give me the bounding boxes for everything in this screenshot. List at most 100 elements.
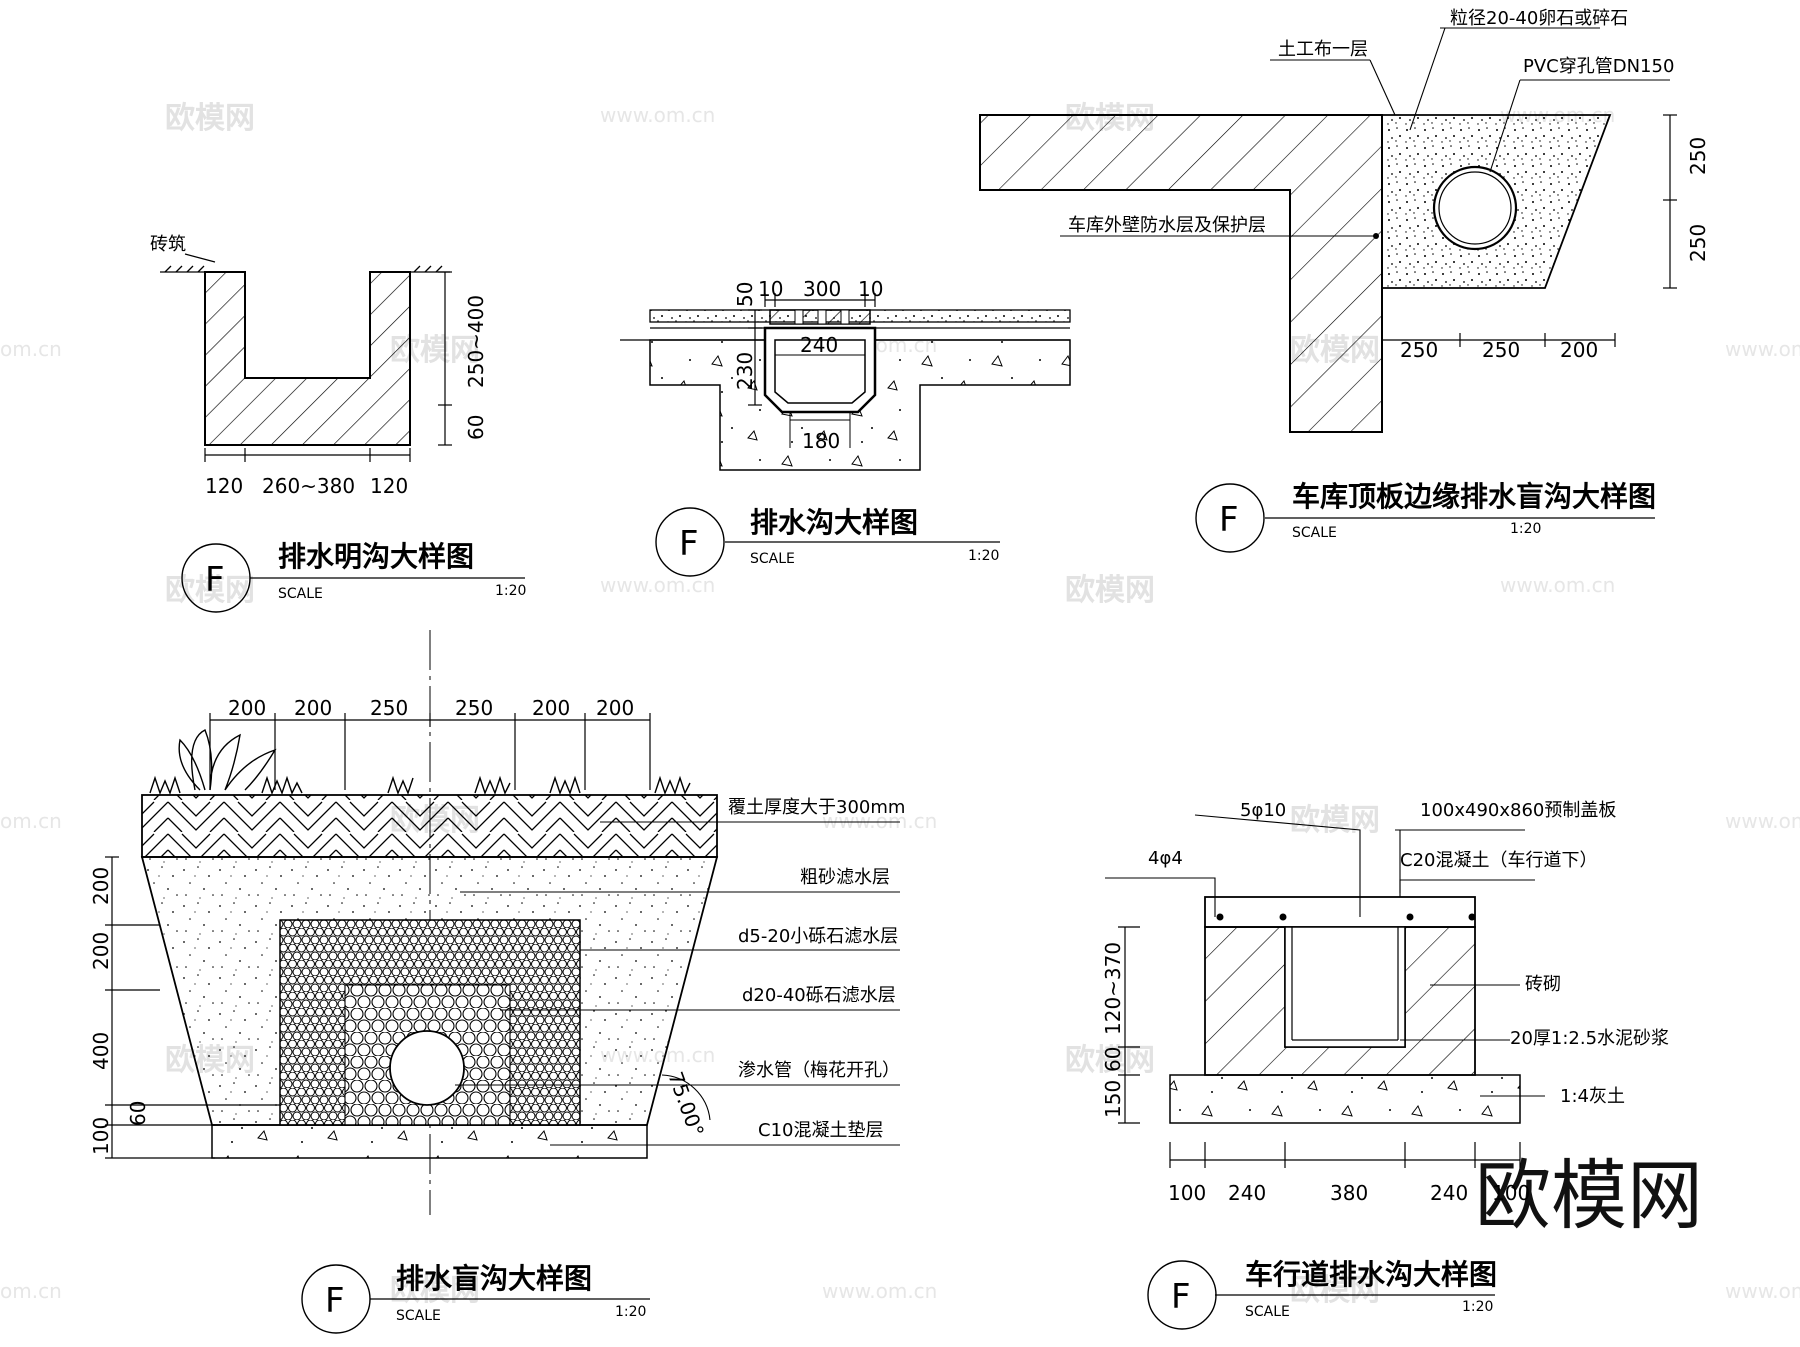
dim-top-6: 200 [596, 696, 634, 720]
panel-title: 车库顶板边缘排水盲沟大样图 [1292, 480, 1656, 513]
panel-road-drain: 5φ10 100x490x860预制盖板 4φ4 C20混凝土（车行道下） 砖砌… [1101, 800, 1669, 1330]
concrete-base [211, 1124, 648, 1159]
scale-word: SCALE [1292, 525, 1337, 541]
label-seepage-pipe: 渗水管（梅花开孔） [738, 1060, 900, 1081]
detail-symbol: F [1171, 1277, 1191, 1317]
dim-left-1: 200 [89, 867, 113, 905]
scale-value: 1:20 [495, 583, 526, 599]
dim-top-1: 10 [758, 277, 783, 301]
watermark-brand: 欧模网 [165, 101, 255, 136]
detail-symbol: F [679, 524, 699, 564]
dim-top-2: 300 [803, 277, 841, 301]
panel-title: 排水明沟大样图 [278, 540, 474, 573]
dim-left-5: 100 [89, 1117, 113, 1155]
dim-left-2: 200 [89, 932, 113, 970]
scale-word: SCALE [1245, 1304, 1290, 1320]
label-mortar: 20厚1:2.5水泥砂浆 [1510, 1028, 1669, 1049]
label-brick: 砖筑 [150, 234, 186, 255]
panel-title: 车行道排水沟大样图 [1245, 1258, 1497, 1291]
label-waterproof: 车库外壁防水层及保护层 [1068, 215, 1266, 236]
dim-top-4: 250 [455, 696, 493, 720]
label-rebar-side: 4φ4 [1148, 848, 1183, 869]
brick-channel-section [204, 271, 411, 446]
scale-word: SCALE [278, 586, 323, 602]
detail-symbol-circle [655, 507, 725, 577]
dim-bottom-1: 250 [1400, 338, 1438, 362]
dim-left-1: 50 [733, 282, 757, 307]
watermark-brand: 欧模网 [1065, 1043, 1155, 1078]
watermark-url: om.cn [0, 1279, 62, 1303]
dim-right-2: 250 [1686, 224, 1710, 262]
watermark-url: www.om.cn [1725, 1279, 1800, 1303]
panel-title: 排水沟大样图 [750, 506, 918, 539]
pvc-perforated-pipe [1432, 165, 1518, 251]
label-lime-soil: 1:4灰土 [1560, 1086, 1625, 1107]
dim-left-3: 150 [1101, 1080, 1125, 1118]
label-topsoil: 覆土厚度大于300mm [728, 797, 905, 818]
dim-bottom-1: 120 [205, 474, 243, 498]
dim-bottom-2: 250 [1482, 338, 1520, 362]
watermark-url: www.om.cn [822, 809, 937, 833]
seepage-pipe [389, 1030, 465, 1106]
detail-symbol: F [205, 560, 225, 600]
precast-cover-slab [1204, 896, 1476, 928]
scale-value: 1:20 [1462, 1299, 1493, 1315]
panel-open-ditch: 砖筑 120 260~380 120 250~400 60 F 排水明沟大样图 … [150, 234, 526, 613]
watermark-brand-large: 欧模网 [1475, 1151, 1703, 1240]
panel-drain-trench: 10 300 10 50 230 240 180 F 排水沟大样图 SCALE … [620, 277, 1071, 577]
dim-left-1: 120~370 [1101, 942, 1125, 1035]
label-gravel: 粒径20-40卵石或碎石 [1450, 8, 1628, 29]
scale-word: SCALE [750, 551, 795, 567]
label-pvc-pipe: PVC穿孔管DN150 [1523, 56, 1674, 77]
dim-bottom-3: 200 [1560, 338, 1598, 362]
dim-top-3: 10 [858, 277, 883, 301]
dim-left-3: 400 [89, 1032, 113, 1070]
scale-value: 1:20 [615, 1304, 646, 1320]
dim-bottom-2: 240 [1228, 1181, 1266, 1205]
panel-garage-blind-ditch: 粒径20-40卵石或碎石 土工布一层 PVC穿孔管DN150 车库外壁防水层及保… [979, 8, 1710, 553]
watermark-brand: 欧模网 [1290, 803, 1380, 838]
scale-word: SCALE [396, 1308, 441, 1324]
drain-channel [1284, 926, 1406, 1048]
precast-channel [763, 326, 877, 414]
dim-left-4: 60 [126, 1101, 150, 1126]
dim-inner-bottom: 180 [802, 429, 840, 453]
dim-right-1: 250 [1686, 137, 1710, 175]
dim-right-2: 60 [464, 415, 488, 440]
scale-value: 1:20 [1510, 521, 1541, 537]
dim-inner-top: 240 [800, 333, 838, 357]
watermark-url: www.om.cn [822, 1279, 937, 1303]
watermark-url: om.cn [0, 337, 62, 361]
label-coarse-sand: 粗砂滤水层 [800, 867, 890, 888]
panel-title: 排水盲沟大样图 [396, 1262, 592, 1295]
label-large-gravel: d20-40砾石滤水层 [742, 985, 896, 1006]
watermark-url: www.om.cn [1725, 337, 1800, 361]
dim-bottom-4: 240 [1430, 1181, 1468, 1205]
dim-top-1: 200 [228, 696, 266, 720]
watermark-brand: 欧模网 [390, 1273, 480, 1308]
detail-symbol: F [325, 1281, 345, 1321]
watermark-url: www.om.cn [1500, 573, 1615, 597]
watermark-url: om.cn [0, 809, 62, 833]
watermark-url: www.om.cn [1725, 809, 1800, 833]
dim-bottom-2: 260~380 [262, 474, 355, 498]
label-concrete-base: C10混凝土垫层 [758, 1120, 883, 1141]
label-cover-slab: 100x490x860预制盖板 [1420, 800, 1616, 821]
dim-top-3: 250 [370, 696, 408, 720]
label-brick: 砖砌 [1525, 974, 1561, 995]
watermark-url: www.om.cn [600, 103, 715, 127]
topsoil-layer [141, 794, 718, 858]
watermark-brand: 欧模网 [1290, 1273, 1380, 1308]
dim-bottom-3: 380 [1330, 1181, 1368, 1205]
panel-blind-ditch: 200 200 250 250 200 200 200 200 400 60 1… [89, 630, 905, 1334]
dim-bottom-1: 100 [1168, 1181, 1206, 1205]
label-concrete: C20混凝土（车行道下） [1400, 850, 1597, 871]
angle-label: 75.00° [663, 1069, 709, 1140]
label-rebar-top: 5φ10 [1240, 800, 1286, 821]
detail-symbol: F [1219, 500, 1239, 540]
dim-top-2: 200 [294, 696, 332, 720]
dim-left-2: 60 [1101, 1047, 1125, 1072]
lime-soil-base [1169, 1074, 1521, 1124]
plant-icons [149, 729, 691, 795]
